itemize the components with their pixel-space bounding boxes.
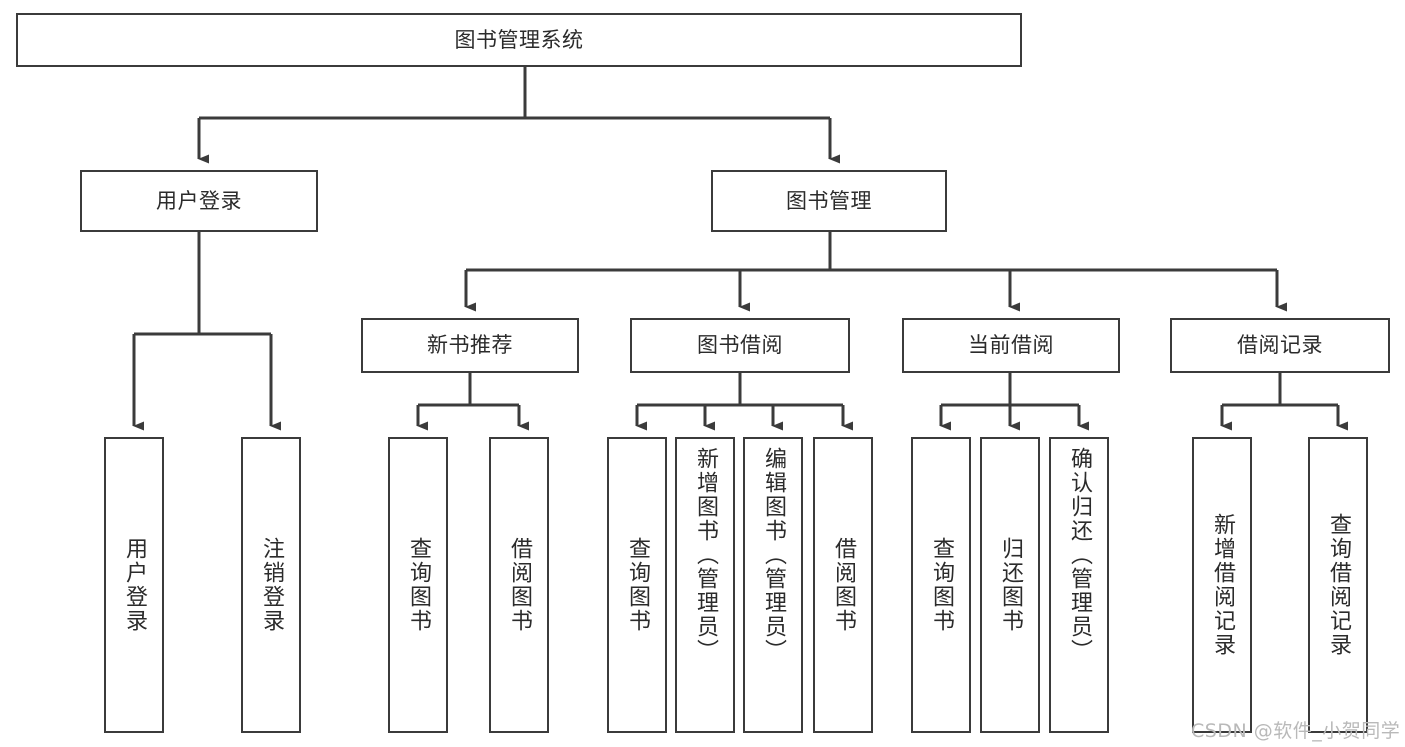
node-book-borrow[interactable]: 图书借阅 [630, 318, 850, 373]
leaf-user-login-label: 用户登录 [121, 537, 147, 633]
node-user-login[interactable]: 用户登录 [80, 170, 318, 232]
leaf-logout-label: 注销登录 [258, 537, 284, 633]
node-user-login-label: 用户登录 [156, 188, 242, 213]
leaf-edit-book[interactable]: 编辑图书（管理员） [743, 437, 803, 733]
leaf-user-login[interactable]: 用户登录 [104, 437, 164, 733]
leaf-query-book-3-label: 查询图书 [928, 537, 954, 633]
node-current-borrow[interactable]: 当前借阅 [902, 318, 1120, 373]
leaf-return-book[interactable]: 归还图书 [980, 437, 1040, 733]
node-current-borrow-label: 当前借阅 [968, 333, 1054, 358]
leaf-borrow-book-2-label: 借阅图书 [830, 537, 856, 633]
leaf-query-book-2[interactable]: 查询图书 [607, 437, 667, 733]
node-new-book-rec[interactable]: 新书推荐 [361, 318, 579, 373]
leaf-query-book-1[interactable]: 查询图书 [388, 437, 448, 733]
leaf-confirm-return[interactable]: 确认归还（管理员） [1049, 437, 1109, 733]
node-book-borrow-label: 图书借阅 [697, 333, 783, 358]
leaf-add-record[interactable]: 新增借阅记录 [1192, 437, 1252, 733]
node-book-manage[interactable]: 图书管理 [711, 170, 947, 232]
leaf-query-book-3[interactable]: 查询图书 [911, 437, 971, 733]
leaf-return-book-label: 归还图书 [997, 537, 1023, 633]
leaf-edit-book-label: 编辑图书（管理员） [760, 447, 786, 663]
leaf-logout[interactable]: 注销登录 [241, 437, 301, 733]
node-root[interactable]: 图书管理系统 [16, 13, 1022, 67]
leaf-add-book-label: 新增图书（管理员） [692, 447, 718, 663]
leaf-borrow-book-2[interactable]: 借阅图书 [813, 437, 873, 733]
leaf-query-book-1-label: 查询图书 [405, 537, 431, 633]
leaf-borrow-book-1-label: 借阅图书 [506, 537, 532, 633]
node-borrow-record-label: 借阅记录 [1237, 333, 1323, 358]
leaf-add-record-label: 新增借阅记录 [1209, 513, 1235, 657]
node-book-manage-label: 图书管理 [786, 188, 872, 213]
leaf-add-book[interactable]: 新增图书（管理员） [675, 437, 735, 733]
node-borrow-record[interactable]: 借阅记录 [1170, 318, 1390, 373]
leaf-confirm-return-label: 确认归还（管理员） [1066, 447, 1092, 663]
node-root-label: 图书管理系统 [454, 27, 584, 52]
leaf-query-book-2-label: 查询图书 [624, 537, 650, 633]
node-new-book-rec-label: 新书推荐 [427, 333, 513, 358]
leaf-borrow-book-1[interactable]: 借阅图书 [489, 437, 549, 733]
leaf-query-record[interactable]: 查询借阅记录 [1308, 437, 1368, 733]
csdn-watermark: CSDN @软件_小贺同学 [1191, 720, 1401, 742]
leaf-query-record-label: 查询借阅记录 [1325, 513, 1351, 657]
